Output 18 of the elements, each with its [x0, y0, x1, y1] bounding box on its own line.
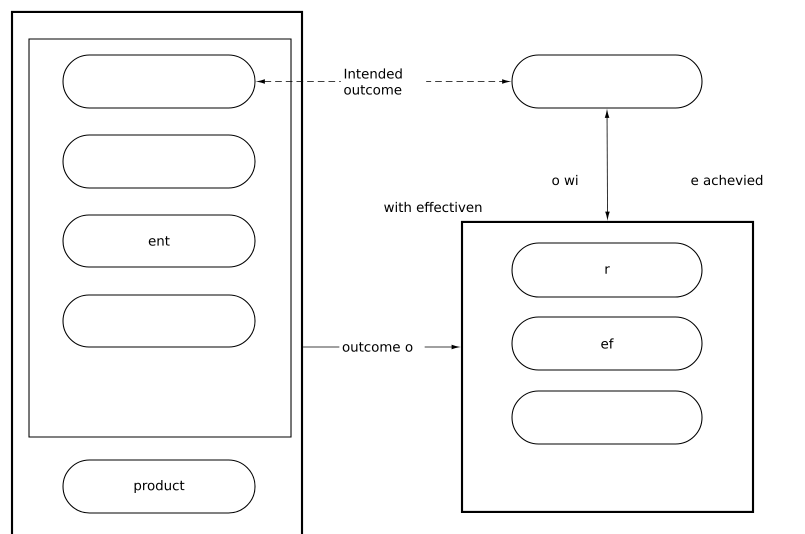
rounded-box: r: [511, 242, 703, 298]
rounded-box: [62, 294, 256, 348]
rounded-box: [62, 54, 256, 109]
rounded-box: [511, 54, 703, 109]
label-text: with effectiven: [384, 202, 482, 212]
edge-label: Intended outcome: [340, 66, 426, 98]
rounded-box: ef: [511, 316, 703, 371]
frame-box: [10, 10, 304, 534]
frame-box: [460, 220, 754, 514]
rounded-box: [62, 134, 256, 189]
frame-box: [28, 38, 292, 438]
rounded-box: product: [62, 459, 256, 514]
label-text: e achevied: [691, 174, 762, 186]
label-text: o wi: [552, 174, 578, 186]
edge-label: outcome o: [339, 340, 425, 354]
arrow: [604, 110, 610, 219]
rounded-box: [511, 390, 703, 445]
rounded-box: ent: [62, 214, 256, 268]
